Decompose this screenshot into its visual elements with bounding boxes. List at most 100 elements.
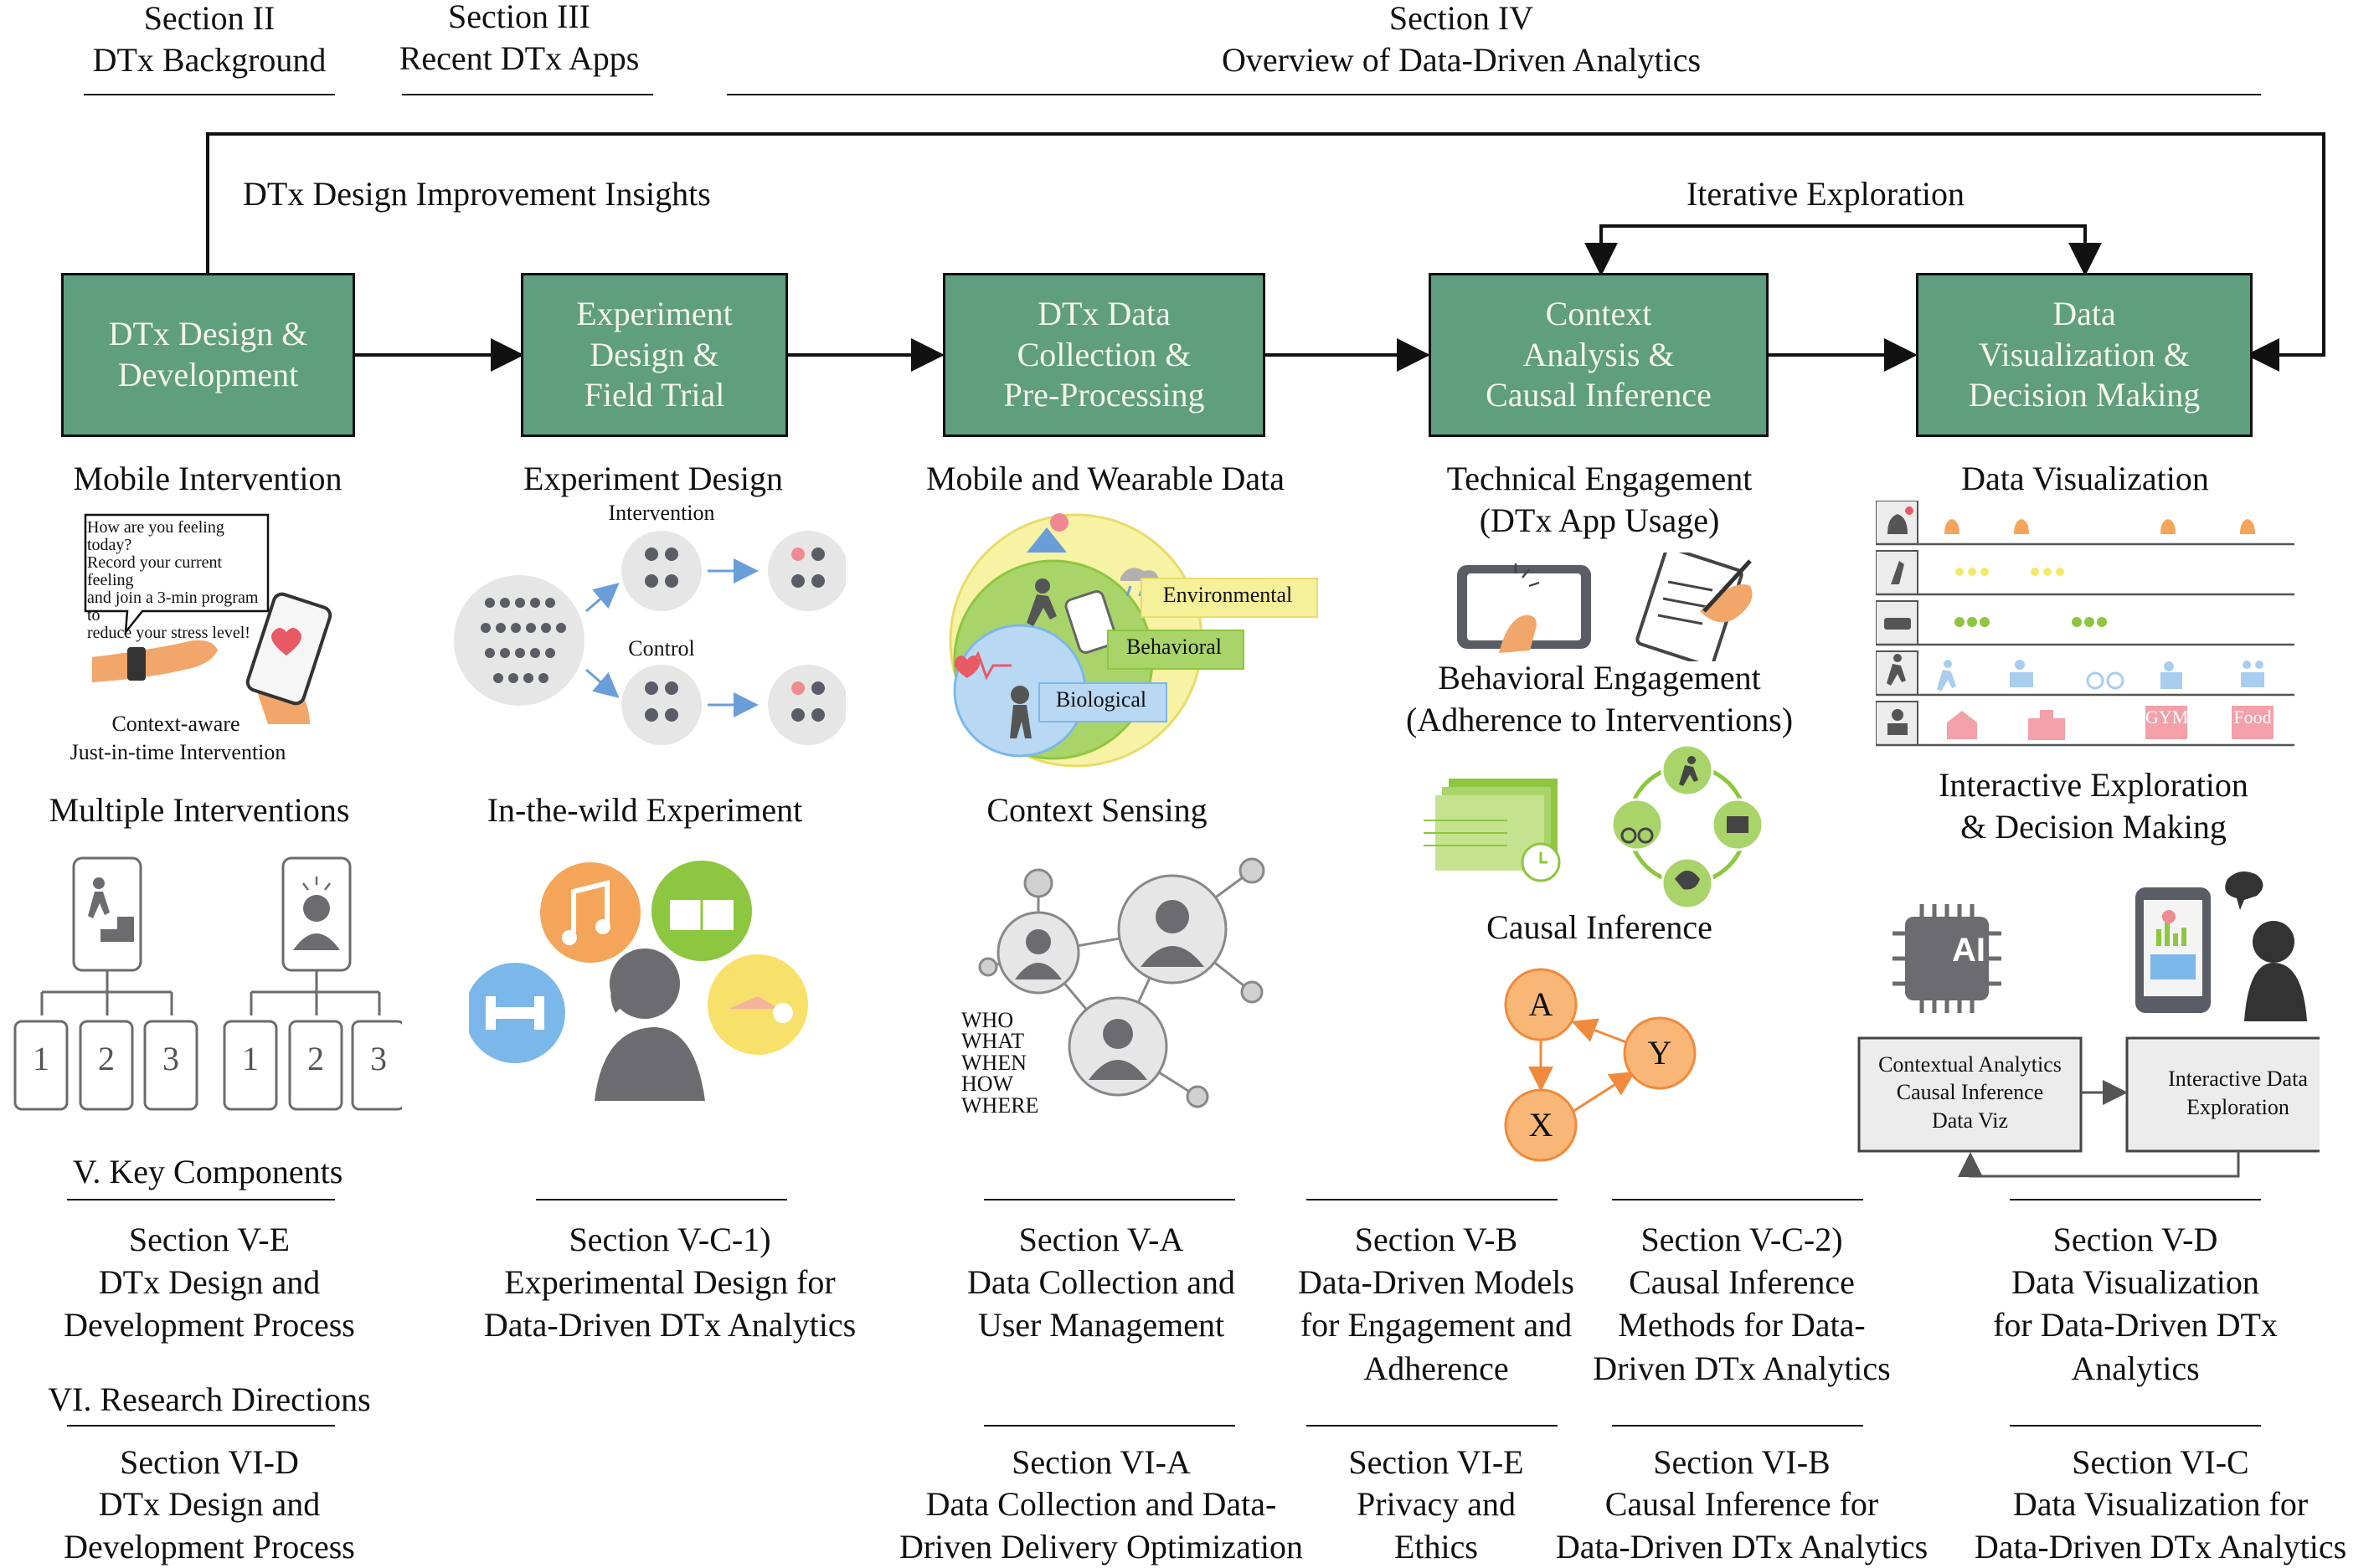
section-vi-b: Section VI-B Causal Inference for Data-D… [1541, 1442, 1943, 1568]
technical-engagement-title: Technical Engagement [1446, 460, 1753, 497]
stage-line: Design & [590, 335, 719, 373]
box-line: Contextual Analytics [1878, 1052, 2062, 1077]
section-ii-title: Section II [143, 0, 276, 37]
research-directions-heading: VI. Research Directions [48, 1380, 371, 1418]
question-word: WHO [961, 1008, 1014, 1032]
in-the-wild-illustration [469, 861, 808, 1101]
intervention-bubble-text: How are you feeling today? Record your c… [87, 519, 271, 642]
section-iii-subtitle: Recent DTx Apps [399, 39, 640, 77]
section-v-c-1: Section V-C-1) Experimental Design for D… [452, 1218, 888, 1347]
stage-line: Field Trial [584, 376, 725, 414]
research-directions-underline [67, 1425, 335, 1427]
interactive-exploration-illustration [1857, 871, 2320, 1178]
section-iii-underline [402, 94, 653, 95]
section-line: Development Process [64, 1527, 355, 1565]
section-line: Section VI-D [120, 1443, 299, 1481]
gym-label: GYM [2145, 707, 2189, 727]
causal-graph [1504, 968, 1697, 1162]
section-line: Section V-B [1354, 1221, 1518, 1258]
row-v-underline [2010, 1199, 2261, 1200]
key-components-heading: V. Key Components [72, 1153, 343, 1190]
section-line: Ethics [1394, 1527, 1478, 1565]
row-v-underline [984, 1199, 1235, 1200]
section-line: Driven DTx Analytics [1593, 1349, 1891, 1387]
row-vi-underline [2010, 1425, 2261, 1427]
mobile-wearable-title: Mobile and Wearable Data [925, 460, 1285, 497]
stage-line: Development [117, 356, 299, 393]
row-vi-underline [984, 1425, 1235, 1427]
context-aware-caption: Context-aware [111, 712, 240, 736]
box-line: Exploration [2186, 1094, 2289, 1119]
option-number: 3 [162, 1040, 179, 1077]
section-line: Section VI-E [1348, 1443, 1524, 1481]
section-line: Data-Driven DTx Analytics [1555, 1527, 1929, 1565]
option-number: 3 [370, 1040, 387, 1077]
experiment-groups-illustration [454, 531, 846, 745]
section-line: Data Collection and Data- [925, 1485, 1277, 1524]
section-line: DTx Design and [98, 1485, 321, 1524]
section-ii-underline [84, 94, 335, 95]
mobile-intervention-title: Mobile Intervention [73, 460, 342, 497]
section-iv-title: Section IV [1388, 0, 1534, 37]
stage-design-development: DTx Design & Development [61, 273, 355, 437]
context-questions: WHO WHAT WHEN HOW WHERE [961, 1008, 1062, 1118]
section-line: Section V-D [2052, 1221, 2218, 1258]
section-line: User Management [977, 1306, 1225, 1344]
section-line: Section VI-B [1653, 1443, 1831, 1481]
option-number: 1 [242, 1040, 259, 1077]
section-line: Data Visualization [2011, 1263, 2259, 1302]
stage-line: Pre-Processing [1003, 376, 1205, 414]
section-line: for Data-Driven DTx [1993, 1306, 2278, 1344]
stage-line: Context [1545, 294, 1652, 332]
behavioral-label: Behavioral [1125, 635, 1223, 659]
technical-engagement-illustration [1457, 553, 1753, 661]
contextual-analytics-box: Contextual Analytics Causal Inference Da… [1859, 1051, 2081, 1134]
section-line: Adherence [1363, 1349, 1509, 1387]
stage-line: Analysis & [1522, 335, 1675, 373]
biological-badge [1038, 682, 1167, 722]
section-line: Data Collection and [967, 1263, 1235, 1302]
interactive-exploration-title: Interactive Exploration [1939, 766, 2248, 804]
section-vi-a: Section VI-A Data Collection and Data- D… [883, 1442, 1319, 1568]
box-line: Interactive Data [2168, 1067, 2308, 1091]
section-line: Driven Delivery Optimization [899, 1527, 1304, 1565]
section-v-e: Section V-E DTx Design and Development P… [25, 1218, 394, 1347]
question-word: WHEN [961, 1050, 1027, 1075]
environmental-badge [1141, 578, 1318, 618]
section-line: Development Process [64, 1306, 355, 1344]
stage-data-visualization: Data Visualization & Decision Making [1916, 273, 2253, 437]
section-line: Data-Driven DTx Analytics [483, 1306, 857, 1344]
box-line: Causal Inference [1896, 1080, 2044, 1105]
interactive-data-box: Interactive Data Exploration [2127, 1065, 2349, 1122]
stage-experiment-design: Experiment Design & Field Trial [521, 273, 788, 437]
iterative-exploration-label: Iterative Exploration [1686, 175, 1965, 213]
row-v-underline [536, 1199, 787, 1200]
section-ii-subtitle: DTx Background [92, 41, 327, 79]
bubble-line: and join a 3-min program to [87, 589, 259, 625]
stage-context-analysis: Context Analysis & Causal Inference [1429, 273, 1769, 437]
section-line: for Engagement and [1300, 1306, 1573, 1344]
technical-engagement-subtitle: (DTx App Usage) [1479, 501, 1720, 539]
section-line: Causal Inference for [1604, 1485, 1879, 1524]
stage-line: Data [2052, 294, 2116, 332]
row-v-underline [1306, 1199, 1558, 1200]
row-vi-underline [1612, 1425, 1863, 1427]
section-v-b: Section V-B Data-Driven Models for Engag… [1273, 1218, 1599, 1390]
stage-line: DTx Design & [108, 315, 308, 353]
section-line: Data-Driven DTx Analytics [1974, 1527, 2347, 1565]
section-line: Section VI-C [2072, 1443, 2249, 1481]
section-line: Section V-A [1018, 1221, 1184, 1258]
biological-label: Biological [1055, 687, 1147, 712]
option-number: 1 [33, 1040, 49, 1077]
option-number: 2 [307, 1040, 324, 1077]
multiple-interventions-title: Multiple Interventions [49, 791, 350, 829]
behavioral-badge [1107, 630, 1244, 670]
control-label: Control [628, 636, 695, 661]
question-word: WHERE [961, 1092, 1039, 1118]
section-line: Analytics [2071, 1349, 2200, 1387]
stage-line: DTx Data [1038, 294, 1171, 332]
intervention-label: Intervention [608, 501, 715, 525]
section-line: Methods for Data- [1618, 1306, 1866, 1344]
jit-caption: Just-in-time Intervention [70, 740, 286, 764]
